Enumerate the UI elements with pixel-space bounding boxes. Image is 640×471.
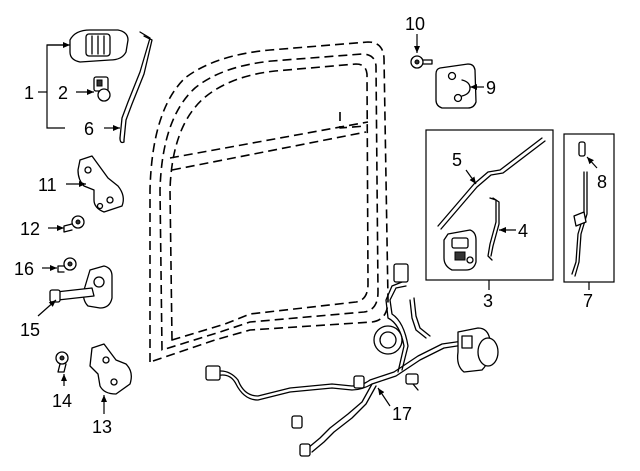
outside-handle-part-1	[69, 29, 129, 63]
lock-rod-part-5	[437, 137, 546, 230]
callout-3: 3	[483, 291, 493, 311]
callout-10: 10	[405, 14, 425, 34]
rod-group-box	[563, 133, 615, 283]
door-shell-outline	[149, 41, 389, 363]
callout-6: 6	[84, 119, 94, 139]
callout-17: 17	[392, 404, 412, 424]
callout-7: 7	[583, 291, 593, 311]
bolt-part-10	[410, 55, 433, 69]
door-check-part-15	[49, 265, 113, 309]
callout-9: 9	[486, 78, 496, 98]
callout-13: 13	[92, 417, 112, 437]
callout-8: 8	[597, 172, 607, 192]
callout-12: 12	[20, 219, 40, 239]
lower-hinge-part-13	[89, 343, 132, 395]
callout-14: 14	[52, 391, 72, 411]
callout-4: 4	[518, 221, 528, 241]
bolt-part-12	[63, 215, 85, 233]
callout-2: 2	[58, 83, 68, 103]
callout-16: 16	[14, 259, 34, 279]
key-cylinder-part-2	[93, 76, 111, 102]
callout-11: 11	[38, 175, 57, 195]
callout-5-arrow	[465, 169, 477, 185]
callout-15: 15	[20, 320, 40, 340]
latch-actuator	[443, 229, 477, 271]
rod-part-4	[487, 197, 500, 261]
callout-1: 1	[24, 83, 34, 103]
wiring-harness-part-17	[205, 263, 499, 457]
callout-5: 5	[452, 150, 462, 170]
callout-17-arrow	[377, 387, 391, 407]
striker-part-9	[435, 63, 477, 109]
clip-part-8	[578, 141, 586, 157]
handle-rod-part-6	[119, 31, 153, 144]
callout-15-arrow	[37, 299, 57, 317]
callout-8-arrow	[586, 156, 598, 169]
upper-hinge-part-11	[77, 155, 124, 213]
bolt-part-14	[55, 351, 69, 373]
bolt-part-16	[57, 257, 77, 273]
rod-part-7	[571, 171, 588, 277]
